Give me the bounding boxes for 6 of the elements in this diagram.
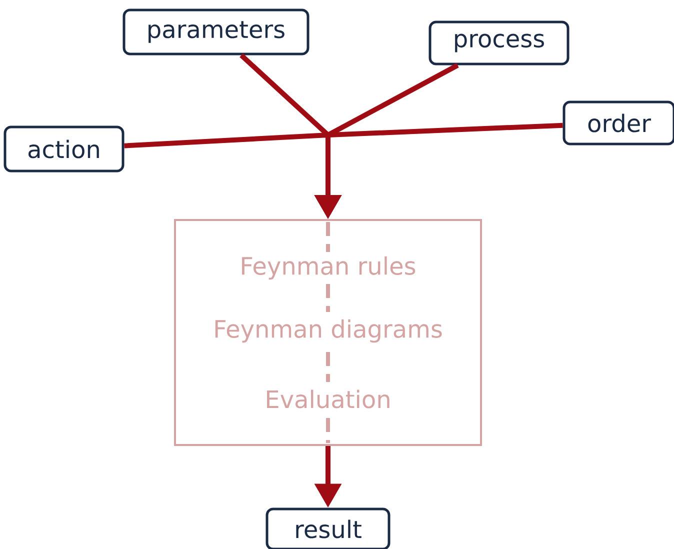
label-box: parameters — [122, 8, 310, 56]
process-box: Feynman rules Feynman diagrams Evaluation — [174, 219, 482, 446]
label-box: action — [4, 126, 124, 172]
label-box: result — [266, 508, 390, 549]
label-box: order — [562, 100, 674, 146]
label-box: process — [428, 20, 570, 66]
